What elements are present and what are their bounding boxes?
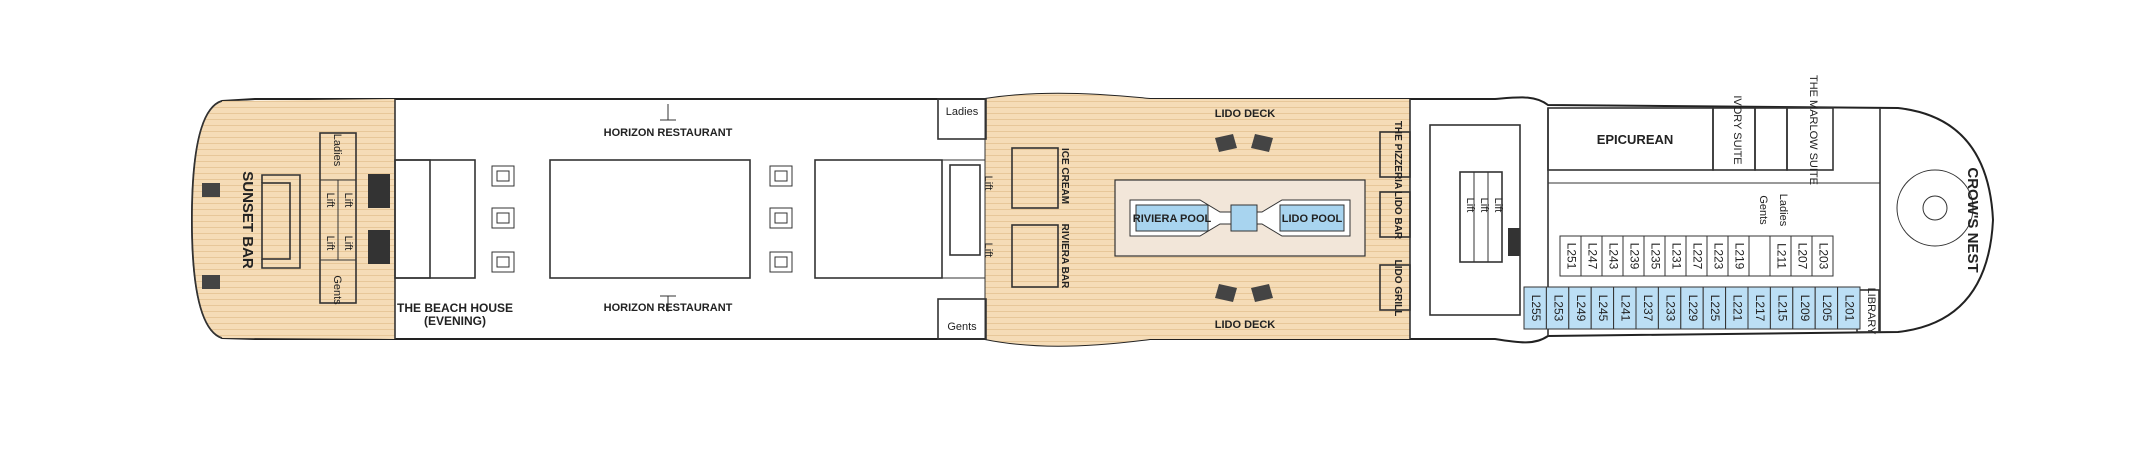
lift-label: Lift xyxy=(982,176,994,191)
cabin-number: L217 xyxy=(1753,295,1767,322)
lift-label: Lift xyxy=(342,236,354,251)
riviera-pool-label: RIVIERA POOL xyxy=(1133,213,1212,225)
lift-label: Lift xyxy=(1464,198,1476,213)
cabin-number: L215 xyxy=(1775,295,1789,322)
cabin-number: L237 xyxy=(1641,295,1655,322)
riviera-bar-label: RIVIERA BAR xyxy=(1059,224,1070,289)
lido-deck-bottom-label: LIDO DECK xyxy=(1215,319,1276,331)
library-label: LIBRARY xyxy=(1865,288,1877,336)
lift-label: Lift xyxy=(1478,198,1490,213)
cabin-number: L223 xyxy=(1711,243,1725,270)
cabin-number: L249 xyxy=(1574,295,1588,322)
sunset-bar-structure xyxy=(202,132,357,304)
gents-fwd-label: Gents xyxy=(947,321,977,333)
cabin-number: L235 xyxy=(1648,243,1662,270)
epicurean-label: EPICUREAN xyxy=(1597,132,1674,147)
horizon-restaurant-top-label: HORIZON RESTAURANT xyxy=(604,127,733,139)
crows-nest-area xyxy=(1879,108,1974,332)
forward-section xyxy=(1547,107,1880,336)
cabin-number: L255 xyxy=(1529,295,1543,322)
aft-deck-edge xyxy=(191,100,223,339)
aft-sun-deck xyxy=(192,99,395,339)
ladies-fwd-label: Ladies xyxy=(946,106,979,118)
beach-house-subtitle: (EVENING) xyxy=(424,314,486,328)
cabin-number: L211 xyxy=(1774,243,1788,269)
cabin-number: L203 xyxy=(1816,243,1830,270)
cabin-number: L243 xyxy=(1606,243,1620,270)
lido-pool-label: LIDO POOL xyxy=(1282,213,1343,225)
cabin-number: L231 xyxy=(1669,243,1683,270)
cabin-number: L241 xyxy=(1619,295,1633,322)
cabin-number: L233 xyxy=(1663,295,1677,322)
ivory-suite-label: IVORY SUITE xyxy=(1731,95,1743,164)
cabin-number: L219 xyxy=(1732,243,1746,270)
cabin xyxy=(1748,235,1771,277)
cabin xyxy=(1811,235,1834,277)
cabin-number: L251 xyxy=(1564,243,1578,270)
lift-label: Lift xyxy=(324,236,336,251)
pool-area xyxy=(1114,134,1366,302)
cabin-number: L245 xyxy=(1596,295,1610,322)
gents-aft-label: Gents xyxy=(331,275,343,305)
stairs-aft xyxy=(368,174,390,264)
cabin-row-lower: L255 L253 L249 L245 L241 L237 L233 L229 L225 L221… xyxy=(1523,286,1861,330)
crows-nest-label: CROW'S NEST xyxy=(1964,167,1981,272)
lift-label: Lift xyxy=(324,193,336,208)
cabin-number: L201 xyxy=(1843,295,1857,322)
lido-deck-top-label: LIDO DECK xyxy=(1215,108,1276,120)
cabin-number: L209 xyxy=(1798,295,1812,322)
midship-core xyxy=(1409,99,1521,339)
beach-house-label: THE BEACH HOUSE xyxy=(397,301,513,315)
gents-forward-label: Gents xyxy=(1757,195,1769,225)
lift-label: Lift xyxy=(342,193,354,208)
cabin-number: L253 xyxy=(1551,295,1565,322)
lido-service-core xyxy=(937,98,1059,340)
cabin-number: L229 xyxy=(1686,295,1700,322)
cabin-number: L247 xyxy=(1585,243,1599,270)
cabin-number: L205 xyxy=(1820,295,1834,322)
lift-label: Lift xyxy=(1492,198,1504,213)
pizzeria-label: THE PIZZERIA xyxy=(1392,121,1403,189)
lido-bar-label: LIDO BAR xyxy=(1392,191,1403,240)
cabin-number: L227 xyxy=(1690,243,1704,270)
sunset-bar-label: SUNSET BAR xyxy=(239,171,256,269)
marlow-suite-label: THE MARLOW SUITE xyxy=(1807,75,1819,185)
cabin-number: L221 xyxy=(1731,295,1745,322)
cabin-number: L239 xyxy=(1627,243,1641,270)
lift-label: Lift xyxy=(982,243,994,258)
ladies-forward-label: Ladies xyxy=(1777,194,1789,227)
cabin-row-upper: L251 L247 L243 L239 L235 L231 L227 L223 L219 L211… xyxy=(1559,235,1834,277)
lido-grill-label: LIDO GRILL xyxy=(1392,260,1403,317)
horizon-restaurant-bottom-label: HORIZON RESTAURANT xyxy=(604,302,733,314)
ladies-aft-label: Ladies xyxy=(331,134,343,167)
ice-cream-label: ICE CREAM xyxy=(1059,148,1070,204)
cabin-number: L225 xyxy=(1708,295,1722,322)
cabin-number: L207 xyxy=(1795,243,1809,270)
lido-venues xyxy=(1379,131,1411,311)
cabin xyxy=(1837,286,1861,330)
